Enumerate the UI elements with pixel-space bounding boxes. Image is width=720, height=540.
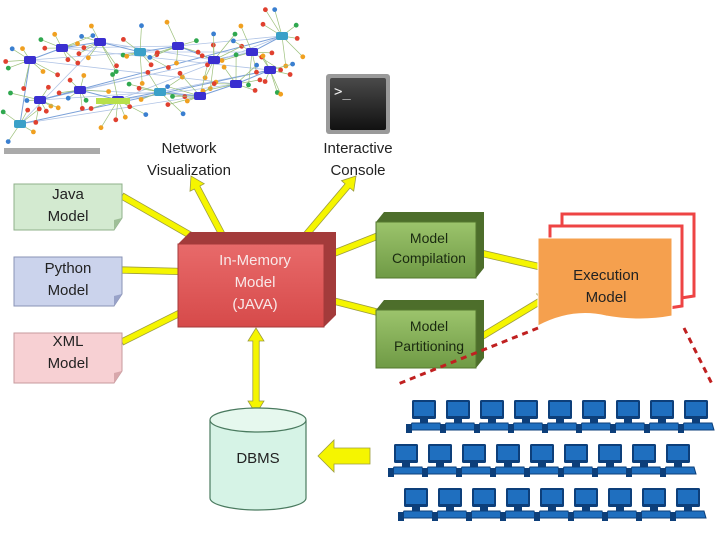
computer-icon [626, 444, 663, 477]
computer-icon [474, 400, 511, 433]
arrow-cluster-to-dbms [317, 439, 371, 473]
python-model-box [13, 256, 123, 307]
computer-icon [644, 400, 681, 433]
computer-icon [398, 488, 435, 521]
dashed-connectors [397, 326, 714, 386]
computer-icon [568, 488, 605, 521]
java-model-box [13, 183, 123, 231]
xml-model-box [13, 332, 123, 384]
computer-icon [500, 488, 537, 521]
computer-icon [490, 444, 527, 477]
computer-icon [466, 488, 503, 521]
computer-icon [534, 488, 571, 521]
execution-model-stack [537, 212, 696, 327]
computer-icon [592, 444, 629, 477]
arrow-in-memory-dbms-bidirectional [247, 327, 265, 415]
computer-icon [406, 400, 443, 433]
computer-icon [636, 488, 673, 521]
network-graph-image [0, 7, 306, 154]
computer-icon [456, 444, 493, 477]
computer-icon [524, 444, 561, 477]
computer-icon [508, 400, 545, 433]
dbms-label: DBMS [236, 450, 280, 467]
computer-icon [388, 444, 425, 477]
console-icon: >_ [326, 74, 390, 134]
computer-icon [670, 488, 707, 521]
compute-cluster [388, 400, 715, 521]
computer-icon [422, 444, 459, 477]
computer-icon [678, 400, 715, 433]
computer-icon [602, 488, 639, 521]
model-compilation-box [375, 212, 484, 279]
computer-icon [432, 488, 469, 521]
computer-icon [558, 444, 595, 477]
console-prompt: >_ [334, 84, 351, 100]
computer-icon [576, 400, 613, 433]
computer-icon [440, 400, 477, 433]
dbms-cylinder [209, 407, 307, 511]
computer-icon [660, 444, 697, 477]
model-partitioning-box [375, 300, 484, 369]
in-memory-model-box [177, 232, 336, 328]
computer-icon [610, 400, 647, 433]
arrow-in-memory-to-console [297, 175, 357, 245]
computer-icon [542, 400, 579, 433]
